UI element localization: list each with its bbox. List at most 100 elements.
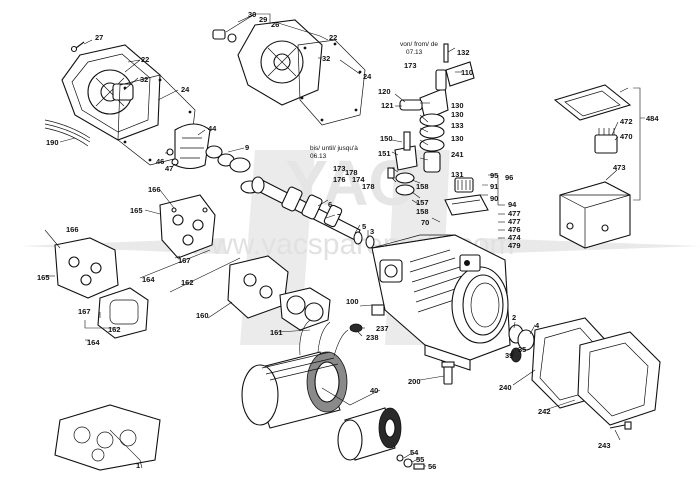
bearing-parts-2-4-35-39 [508, 324, 535, 363]
note-von-line2: 07.13 [406, 49, 423, 56]
leader-lines [44, 13, 629, 469]
screw-200 [441, 361, 455, 385]
motor-rotor [337, 407, 402, 461]
part-labels: 27 22 32 24 190 44 46 47 30 29 26 22 32 … [37, 10, 659, 471]
label-190: 190 [46, 138, 59, 147]
screw-27 [70, 41, 85, 53]
label-29: 29 [259, 15, 267, 24]
label-55: 55 [416, 455, 424, 464]
label-173-lower: 173 [333, 164, 346, 173]
label-95: 95 [490, 171, 498, 180]
label-130-upper: 130 [451, 101, 464, 110]
label-178-a: 178 [345, 168, 358, 177]
label-56: 56 [428, 462, 436, 471]
label-158-b: 158 [416, 207, 429, 216]
label-27: 27 [95, 33, 103, 42]
valve-plate-44 [174, 123, 211, 170]
cable-190 [44, 119, 91, 147]
label-477-b: 477 [508, 217, 521, 226]
label-160: 160 [196, 311, 209, 320]
label-100: 100 [346, 297, 359, 306]
label-130-lower: 130 [451, 110, 464, 119]
label-24-left: 24 [181, 85, 190, 94]
label-22-left: 22 [141, 55, 149, 64]
label-237: 237 [376, 324, 389, 333]
label-7: 7 [337, 212, 341, 221]
terminal-plate-91 [444, 177, 489, 216]
label-44: 44 [208, 124, 217, 133]
head-cover-left [61, 44, 196, 166]
terminal-box-bracket-484 [633, 87, 645, 201]
label-166-upper: 166 [148, 185, 161, 194]
label-121: 121 [381, 101, 394, 110]
label-164-lower: 164 [87, 338, 100, 347]
label-70: 70 [421, 218, 429, 227]
label-470: 470 [620, 132, 633, 141]
rotor-fasteners [396, 454, 425, 470]
label-47: 47 [165, 164, 173, 173]
label-9: 9 [245, 143, 249, 152]
note-bis-until: bis/ until/ jusqu'à 06.13 [310, 145, 358, 160]
label-46: 46 [156, 157, 164, 166]
label-242: 242 [538, 407, 551, 416]
suction-valve-assembly [387, 131, 418, 196]
label-158-a: 158 [416, 182, 429, 191]
label-243: 243 [598, 441, 611, 450]
label-4: 4 [535, 321, 540, 330]
label-39: 39 [505, 351, 513, 360]
terminal-box-lid [553, 84, 632, 121]
label-240: 240 [499, 383, 512, 392]
label-3: 3 [370, 227, 374, 236]
label-200: 200 [408, 377, 421, 386]
motor-stator-40 [241, 319, 349, 429]
label-32-center: 32 [322, 54, 330, 63]
crankshaft-6 [251, 176, 361, 241]
label-167-lower: 167 [78, 307, 91, 316]
screw-243 [609, 421, 632, 430]
label-151: 151 [378, 149, 391, 158]
label-30: 30 [248, 10, 256, 19]
label-473: 473 [613, 163, 626, 172]
note-bis-line2: 06.13 [310, 153, 327, 160]
label-479: 479 [508, 241, 521, 250]
label-241: 241 [451, 150, 464, 159]
valve-plate-lower [97, 287, 149, 339]
label-35: 35 [518, 345, 526, 354]
label-5: 5 [362, 222, 366, 231]
label-238: 238 [366, 333, 379, 342]
gasket-1 [54, 404, 161, 471]
label-476: 476 [508, 225, 521, 234]
note-von-from-de: von/ from/ de 07.13 [400, 41, 438, 56]
label-91: 91 [490, 182, 498, 191]
washers-46-47 [166, 148, 179, 166]
label-1: 1 [136, 461, 140, 470]
label-176: 176 [333, 175, 346, 184]
label-26: 26 [271, 20, 279, 29]
label-165-upper: 165 [130, 206, 143, 215]
label-164-upper: 164 [142, 275, 155, 284]
label-477-a: 477 [508, 209, 521, 218]
label-130-third: 130 [451, 134, 464, 143]
label-132: 132 [457, 48, 470, 57]
cylinder-head-lower [54, 237, 119, 299]
label-24-center: 24 [363, 72, 372, 81]
note-von-line1: von/ from/ de [400, 41, 438, 48]
label-472: 472 [620, 117, 633, 126]
head-cover-center [237, 19, 366, 126]
label-162-lower: 162 [108, 325, 121, 334]
label-150: 150 [380, 134, 393, 143]
label-178-b: 178 [362, 182, 375, 191]
valve-plate-160 [227, 255, 331, 331]
compressor-housing [371, 234, 511, 371]
label-120: 120 [378, 87, 391, 96]
rear-cover-242 [577, 331, 661, 426]
label-157: 157 [416, 198, 429, 207]
label-110: 110 [461, 68, 473, 77]
note-bis-line1: bis/ until/ jusqu'à [310, 145, 358, 152]
label-40: 40 [370, 386, 378, 395]
label-90: 90 [490, 194, 498, 203]
plug-30-29 [212, 29, 237, 43]
label-162-upper: 162 [181, 278, 194, 287]
label-32-left: 32 [140, 75, 148, 84]
